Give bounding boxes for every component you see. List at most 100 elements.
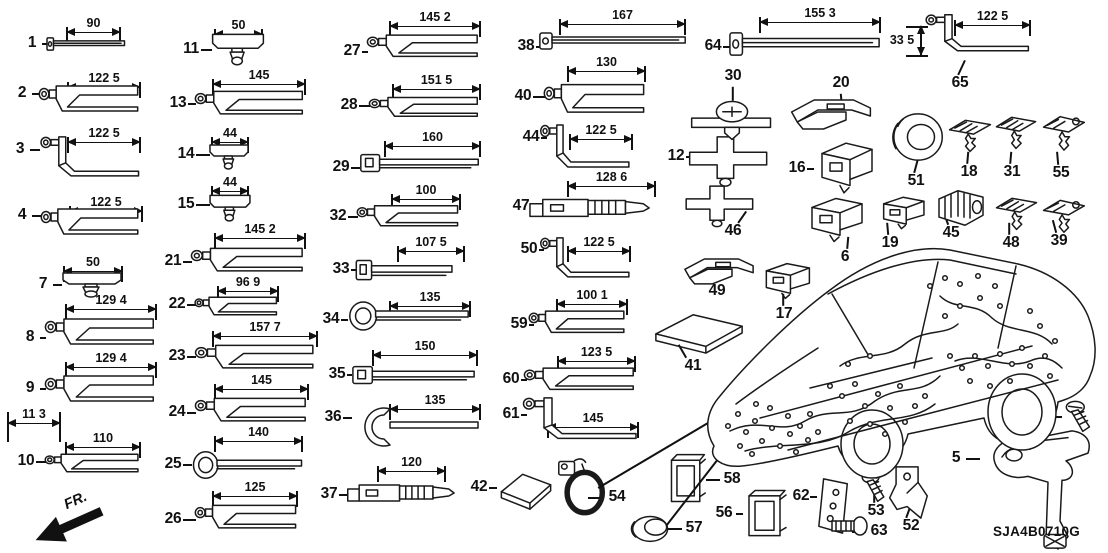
part-number: 1 <box>27 34 37 51</box>
clipL-part-drawing <box>44 313 158 353</box>
leader-line <box>489 487 497 489</box>
dimension-value: 122 5 <box>583 235 615 249</box>
clipL-part-drawing <box>368 93 482 123</box>
dimension: 123 5 <box>557 344 636 372</box>
smallclip2-part-drawing <box>1038 194 1088 234</box>
part-number: 63 <box>870 522 888 539</box>
clipL2-part-drawing <box>538 236 632 288</box>
leader-line <box>32 93 40 95</box>
smallclip2-part-drawing <box>1038 110 1088 152</box>
leader-line <box>36 461 46 463</box>
leader-line <box>521 379 527 381</box>
part-number: 3 <box>15 140 25 157</box>
leader-line <box>706 479 720 481</box>
part-number: 5 <box>951 449 961 466</box>
part-number: 2 <box>17 84 27 101</box>
bracket52-part-drawing <box>886 464 930 522</box>
clipL-part-drawing <box>38 80 142 120</box>
clipL2-part-drawing <box>923 13 1032 61</box>
dimension-value: 157 7 <box>249 320 281 334</box>
part-number: 9 <box>25 379 35 396</box>
boxstrap-part-drawing <box>354 253 455 287</box>
part-number: 34 <box>322 310 340 327</box>
dimension: 125 <box>212 479 298 507</box>
strap-part-drawing <box>728 26 882 62</box>
leader-line <box>359 105 370 107</box>
dimension-value: 140 <box>248 425 269 439</box>
part-number: 33 <box>332 260 350 277</box>
railpin-part-drawing <box>210 28 266 66</box>
dimension-value: 125 <box>244 480 266 494</box>
leader-line <box>183 464 192 466</box>
part-number: 6 <box>840 248 850 265</box>
part-number: 44 <box>522 128 540 145</box>
clipL-part-drawing <box>194 86 307 122</box>
dimension: 160 <box>384 129 481 157</box>
clipL-part-drawing <box>194 500 300 536</box>
inlinetie-part-drawing <box>528 190 658 228</box>
part-number: 11 <box>183 40 199 57</box>
leader-line <box>351 269 357 271</box>
railpin-part-drawing <box>208 140 250 170</box>
railpin-part-drawing <box>208 190 252 222</box>
dimension-value: 145 <box>248 68 270 82</box>
leader-line <box>40 337 46 339</box>
dimension: 157 7 <box>212 319 318 347</box>
grommetoval-part-drawing <box>630 512 674 544</box>
part-number: 21 <box>164 252 182 269</box>
dimension: 145 <box>214 372 309 400</box>
dimension: 155 3 <box>759 5 881 33</box>
part-number: 13 <box>169 94 187 111</box>
boxclip-part-drawing <box>800 194 872 246</box>
leader-line <box>347 374 352 376</box>
leader-line <box>536 46 542 48</box>
leader-line <box>187 412 196 414</box>
tclip30-part-drawing <box>688 96 776 144</box>
dimension-value: 130 <box>596 55 617 69</box>
leader-line <box>541 137 547 139</box>
leader-line <box>187 356 196 358</box>
part-number: 35 <box>328 365 346 382</box>
boxclip-part-drawing <box>874 194 932 232</box>
tclip-part-drawing <box>683 183 759 229</box>
part-number: 14 <box>177 145 195 162</box>
leader-line <box>339 494 348 496</box>
dimension-value: 123 5 <box>580 345 613 359</box>
dimension-value: 11 3 <box>22 407 46 421</box>
boxstrap-part-drawing <box>350 360 478 390</box>
bracket62-part-drawing <box>816 476 852 536</box>
part-number: 20 <box>832 74 850 91</box>
leader-line <box>533 96 545 98</box>
part-number: 15 <box>177 195 195 212</box>
dimension-value: 135 <box>424 393 446 407</box>
leader-line <box>807 168 814 170</box>
part-number: 42 <box>470 478 488 495</box>
clipL2-part-drawing <box>38 135 142 187</box>
part-number: 55 <box>1052 164 1070 181</box>
leader-line <box>966 458 980 460</box>
part-number: 12 <box>667 147 685 164</box>
dimension: 44 <box>211 174 249 202</box>
grommet-part-drawing <box>891 110 949 164</box>
smallclip-part-drawing <box>946 116 994 154</box>
part-number: 24 <box>168 403 186 420</box>
dimension: 129 4 <box>65 350 157 378</box>
dimension: 140 <box>214 424 303 452</box>
part-number: 56 <box>715 504 733 521</box>
part-number: 61 <box>502 405 520 422</box>
part-number: 54 <box>608 488 626 505</box>
part-number: 16 <box>788 159 806 176</box>
leader-line <box>40 388 46 390</box>
leader-line <box>1056 151 1059 165</box>
dimension: 130 <box>567 54 646 82</box>
dimension: 129 4 <box>65 292 157 320</box>
dimension: 145 <box>212 67 306 95</box>
dimension-value: 122 5 <box>976 9 1009 23</box>
dimension-value: 44 <box>223 126 237 140</box>
part-number: 59 <box>510 315 528 332</box>
dimension-value: 122 5 <box>90 195 122 209</box>
leader-line <box>362 51 368 53</box>
dimension: 100 1 <box>556 287 628 315</box>
tieloop-part-drawing <box>556 454 606 516</box>
